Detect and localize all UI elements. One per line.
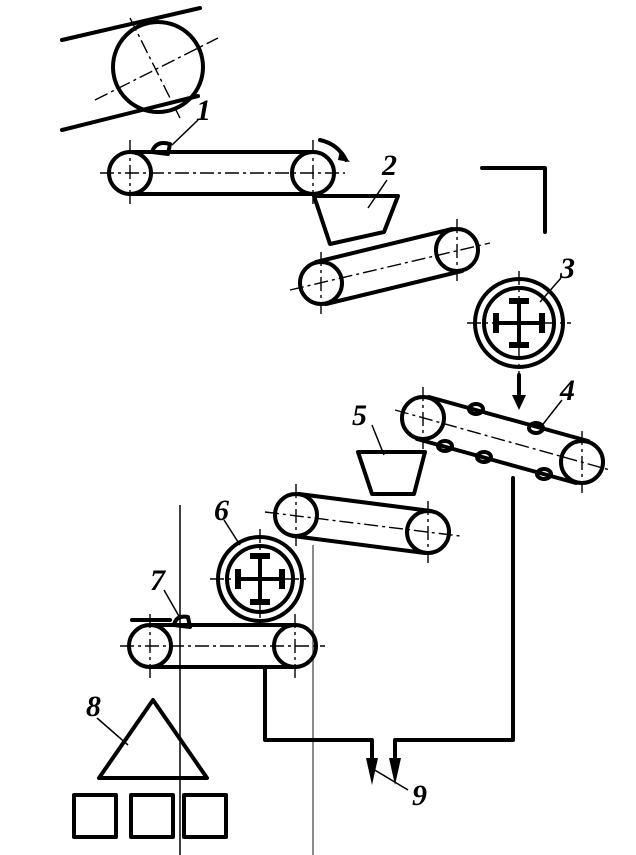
tailings-pipes: [263, 476, 515, 791]
storage-box: [129, 793, 175, 839]
conveyor-7: [120, 614, 325, 678]
hopper-2: [312, 194, 400, 246]
label-3: 3: [559, 252, 575, 285]
storage-box: [182, 793, 228, 839]
label-1: 1: [196, 94, 211, 127]
conveyor-3: [264, 484, 461, 563]
conveyor-4: [394, 387, 611, 493]
bracket-line: [480, 166, 547, 234]
lump: [475, 450, 493, 464]
hopper-5: [356, 450, 427, 496]
label-2: 2: [381, 149, 397, 182]
label-6: 6: [214, 494, 229, 527]
conveyor-2: [289, 219, 491, 314]
lump: [436, 439, 454, 453]
storage-boxes: [72, 793, 228, 839]
lump: [467, 402, 485, 416]
lump: [527, 421, 545, 435]
lump: [535, 467, 553, 481]
drum-large: [60, 6, 219, 132]
storage-box: [72, 793, 118, 839]
ore-piece-1: [150, 141, 172, 156]
label-7: 7: [150, 564, 166, 597]
label-4: 4: [559, 374, 575, 407]
separator-drum-3: [467, 271, 571, 410]
ore-piece-7: [172, 614, 192, 629]
label-5: 5: [352, 399, 367, 432]
label-8: 8: [86, 690, 101, 723]
label-9: 9: [412, 779, 427, 812]
stockpile-8: [97, 698, 209, 780]
conveyor-1: [100, 138, 350, 206]
separator-drum-6: [210, 529, 310, 629]
